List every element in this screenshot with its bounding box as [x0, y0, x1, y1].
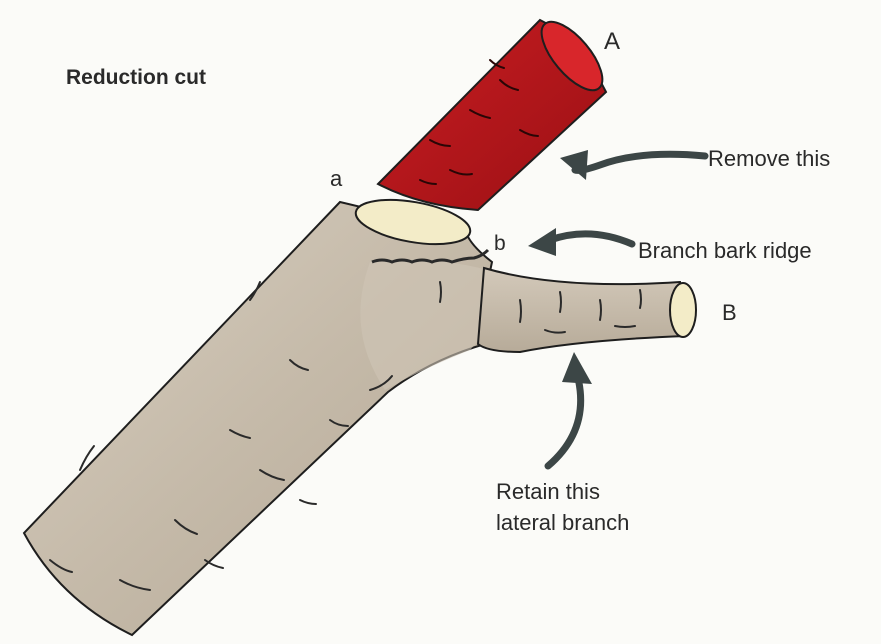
label-upper-a: A: [604, 28, 620, 56]
callout-remove: Remove this: [708, 146, 830, 172]
arrow-retain: [548, 352, 592, 466]
diagram-title: Reduction cut: [66, 66, 206, 90]
branch-end-cut: [670, 283, 696, 337]
lateral-branch: [478, 268, 686, 352]
arrow-ridge: [528, 228, 632, 256]
arrow-remove: [560, 150, 705, 180]
callout-retain-line1: Retain this: [496, 479, 600, 505]
callout-retain-line2: lateral branch: [496, 510, 629, 536]
label-upper-b: B: [722, 300, 737, 326]
branch-collar: [360, 260, 491, 390]
callout-branch-bark-ridge: Branch bark ridge: [638, 238, 812, 264]
label-lower-b: b: [494, 232, 506, 256]
label-lower-a: a: [330, 166, 342, 192]
removed-stub: [378, 12, 613, 210]
